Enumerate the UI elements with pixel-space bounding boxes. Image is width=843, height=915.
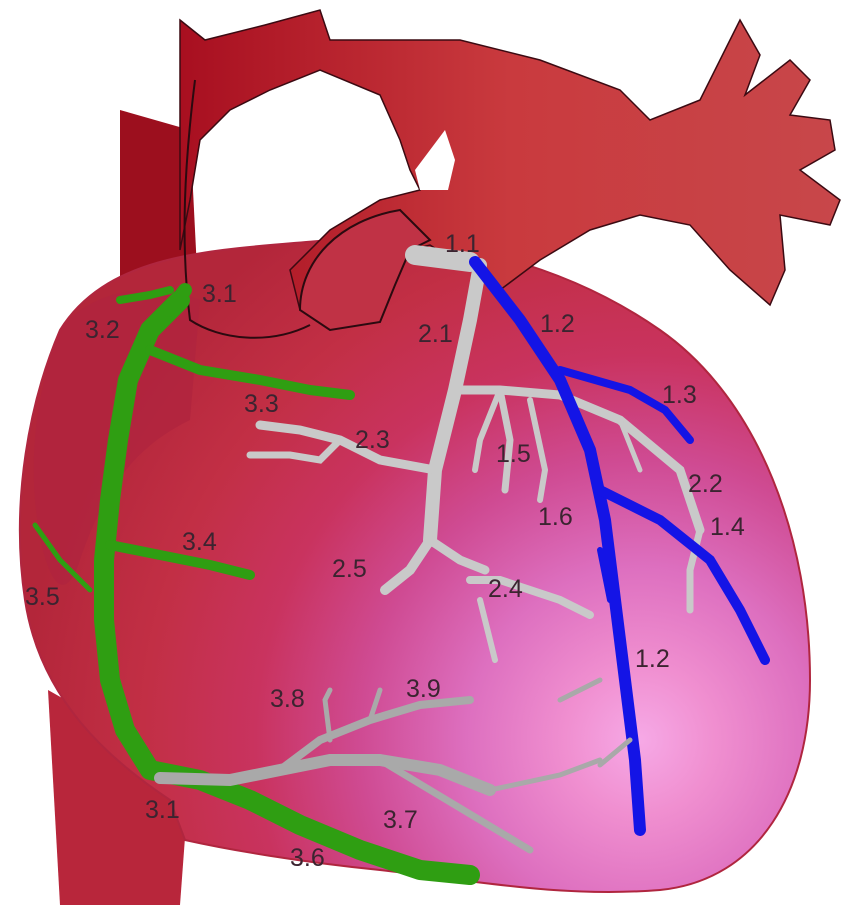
label-1-6: 1.6 <box>538 503 573 531</box>
label-3-2: 3.2 <box>85 316 120 344</box>
label-3-5: 3.5 <box>25 583 60 611</box>
label-3-1-top: 3.1 <box>202 280 237 308</box>
label-1-3: 1.3 <box>662 381 697 409</box>
label-3-8: 3.8 <box>270 685 305 713</box>
label-3-4: 3.4 <box>182 528 217 556</box>
label-3-9: 3.9 <box>406 675 441 703</box>
label-2-5: 2.5 <box>332 555 367 583</box>
label-2-1: 2.1 <box>418 320 453 348</box>
label-3-3: 3.3 <box>244 390 279 418</box>
label-2-3: 2.3 <box>355 426 390 454</box>
label-1-4: 1.4 <box>710 513 745 541</box>
label-1-1: 1.1 <box>445 230 480 258</box>
label-3-7: 3.7 <box>383 806 418 834</box>
label-1-5: 1.5 <box>496 440 531 468</box>
label-1-2-bottom: 1.2 <box>635 645 670 673</box>
label-1-2-top: 1.2 <box>540 310 575 338</box>
label-2-2: 2.2 <box>688 470 723 498</box>
label-2-4: 2.4 <box>488 575 523 603</box>
label-3-1-bottom: 3.1 <box>145 796 180 824</box>
label-3-6: 3.6 <box>290 844 325 872</box>
